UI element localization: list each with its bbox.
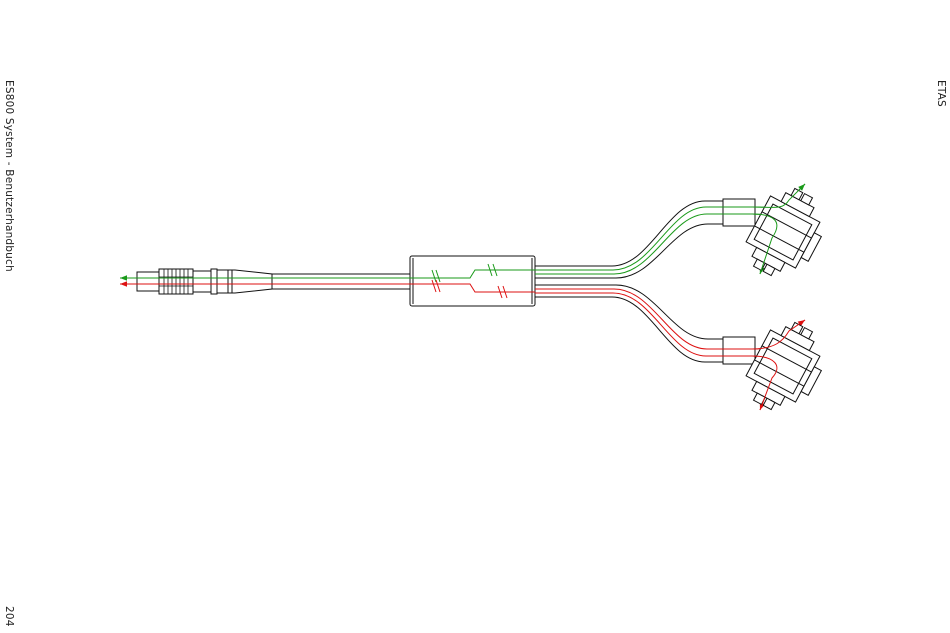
lower-branch-cable: [535, 285, 755, 364]
upper-dsub-connector: [738, 180, 836, 288]
splitter-housing: [410, 256, 535, 306]
lower-dsub-connector: [738, 314, 836, 422]
main-cable: [272, 274, 410, 289]
circular-connector: [137, 269, 272, 294]
upper-branch-cable: [535, 199, 755, 278]
